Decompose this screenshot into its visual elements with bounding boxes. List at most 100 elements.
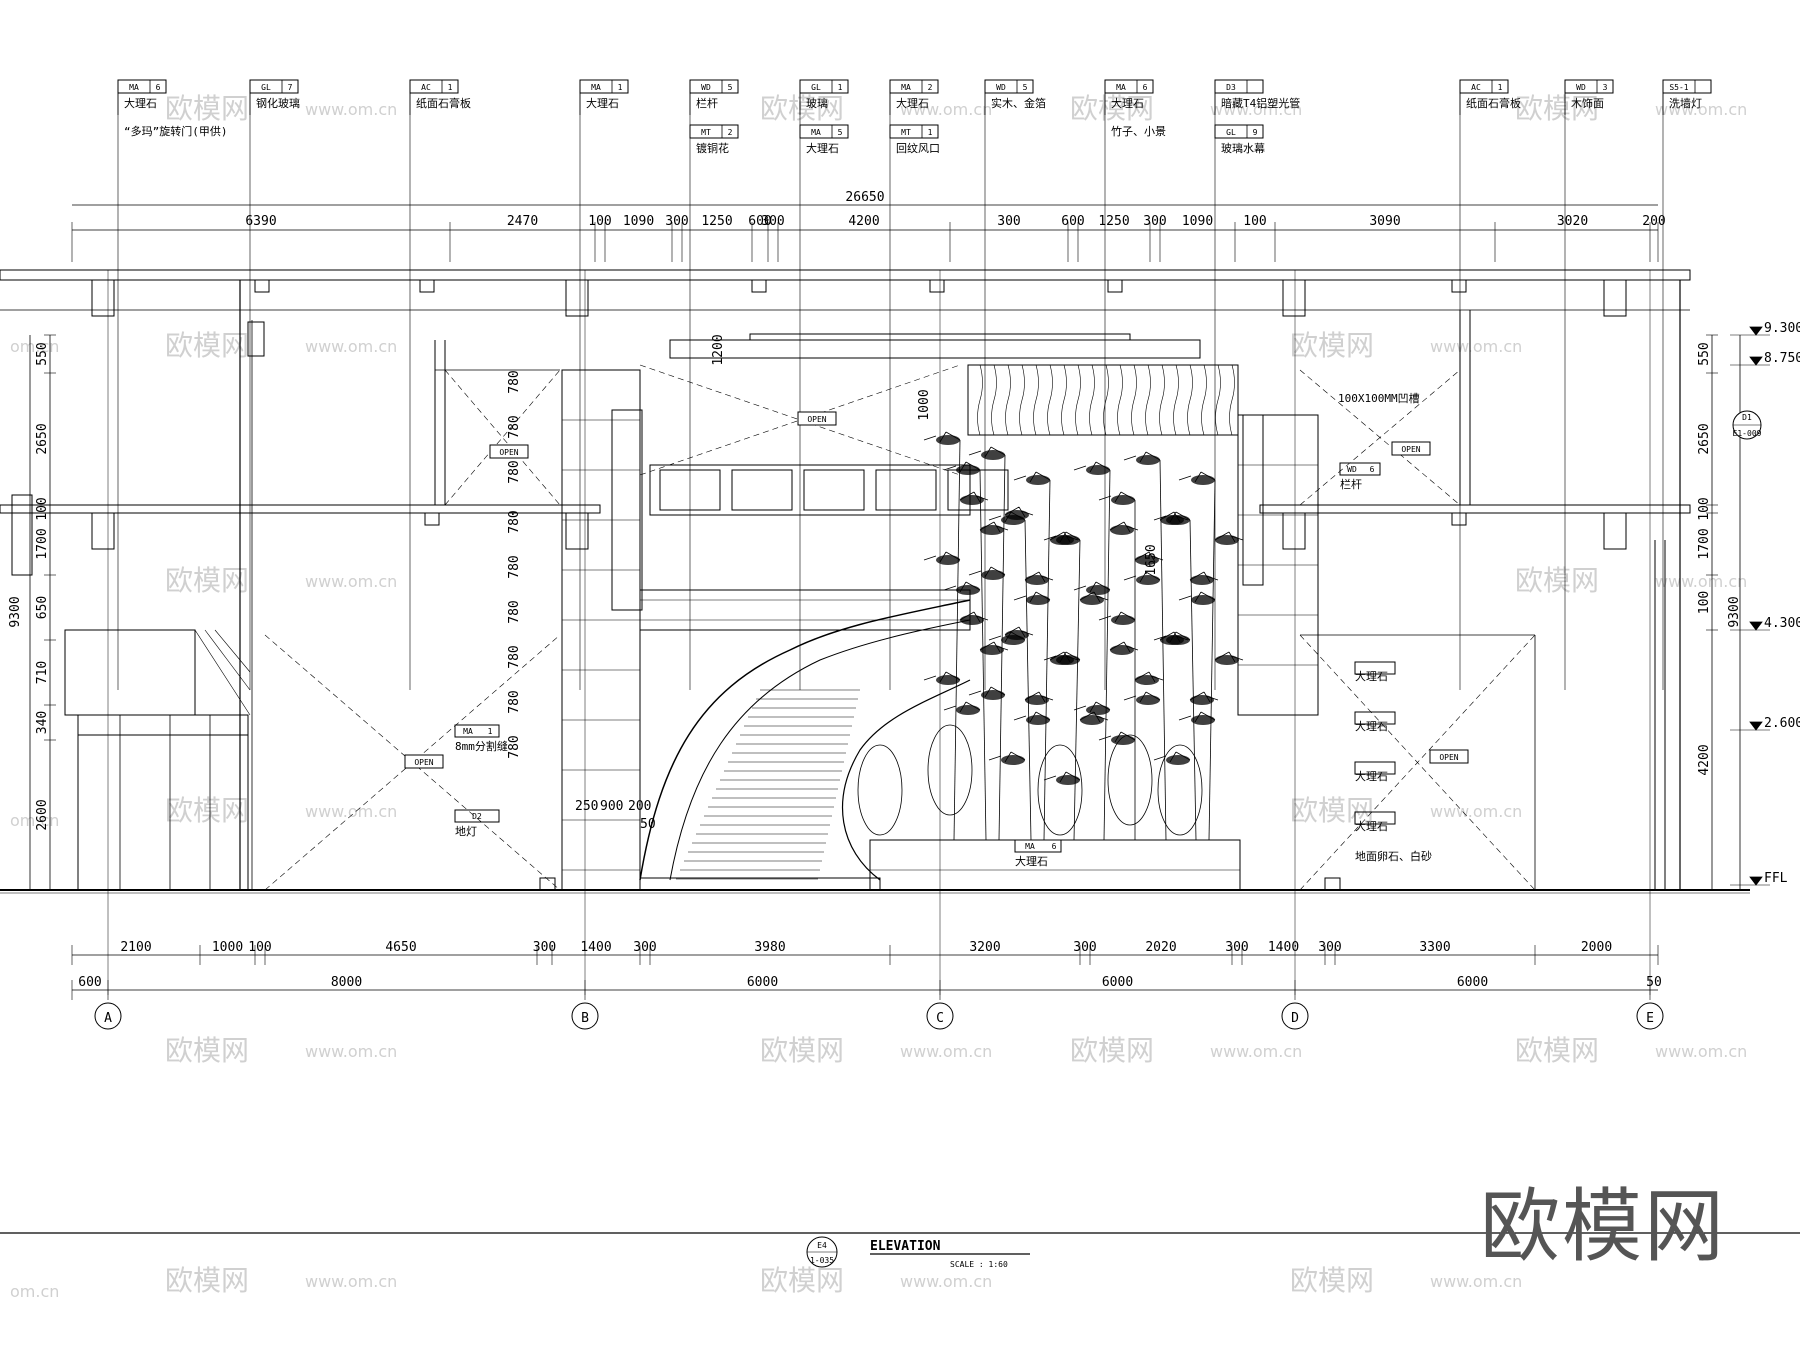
watermark-brand: 欧模网 — [165, 92, 249, 125]
segment-dim: 2470 — [507, 214, 538, 229]
bottom-dim: 3200 — [969, 940, 1000, 955]
callout-text: 暗藏T4铝塑光管 — [1221, 96, 1300, 110]
callout-text: 玻璃水幕 — [1221, 141, 1265, 155]
callout-code: MA — [901, 83, 911, 92]
segment-dim: 300 — [997, 214, 1020, 229]
callout-code: GL — [811, 83, 821, 92]
segment-dim: 600 — [1061, 214, 1084, 229]
bamboo-foliage — [1026, 595, 1050, 605]
water-wave — [1117, 364, 1123, 436]
watermark-brand: 欧模网 — [165, 1264, 249, 1297]
roof-beam — [1282, 279, 1306, 317]
inner-dim: 780 — [507, 460, 522, 483]
segment-dim: 4200 — [848, 214, 879, 229]
segment-dim: 300 — [665, 214, 688, 229]
bamboo-foliage — [1215, 535, 1239, 545]
bamboo-stem — [1024, 519, 1032, 841]
bamboo-foliage — [1190, 575, 1214, 585]
watermark-brand: 欧模网 — [1070, 92, 1154, 125]
bamboo-foliage — [1166, 755, 1190, 765]
callout-text: 大理石 — [806, 141, 839, 155]
inner-dim: 780 — [507, 600, 522, 623]
callout-num: 1 — [448, 83, 453, 92]
inner-dim: 250 — [575, 799, 598, 814]
watermark-url: www.om.cn — [1210, 1042, 1302, 1061]
bottom-dim: 3300 — [1419, 940, 1450, 955]
bottom-dim-major: 600 — [78, 975, 101, 990]
watermark-brand: 欧模网 — [1290, 794, 1374, 827]
left-dim: 2600 — [35, 799, 50, 830]
mid-beam — [91, 512, 115, 550]
callout-num: 7 — [288, 83, 293, 92]
door-diag — [204, 629, 251, 691]
grid-label: B — [581, 1011, 589, 1026]
stone-tag — [1354, 711, 1396, 725]
callout-text: 纸面石膏板 — [1466, 96, 1521, 110]
bamboo-foliage — [981, 450, 1005, 460]
bottom-dim: 1000 — [212, 940, 243, 955]
grid-label: C — [936, 1011, 944, 1026]
callout-code: AC — [1471, 83, 1481, 92]
open-label: OPEN — [499, 448, 518, 457]
callout-code: WD — [996, 83, 1006, 92]
callout-code: MT — [901, 128, 911, 137]
callout-tag — [1564, 79, 1614, 94]
segment-dim: 3020 — [1557, 214, 1588, 229]
open-diag — [1299, 634, 1536, 891]
callout-text: 大理石 — [124, 96, 157, 110]
watermark-brand: 欧模网 — [760, 1264, 844, 1297]
drawing-title: ELEVATION — [870, 1239, 941, 1254]
bamboo-stem — [1159, 459, 1167, 841]
open-label: OPEN — [1401, 445, 1420, 454]
level-marker — [1749, 621, 1763, 631]
inner-dim: 780 — [507, 555, 522, 578]
watermark-brand: 欧模网 — [1290, 1264, 1374, 1297]
bamboo-foliage — [1025, 695, 1049, 705]
balustrade-panel — [731, 469, 793, 511]
open-tag — [797, 411, 837, 426]
bamboo-foliage — [981, 690, 1005, 700]
inner-dim: 200 — [628, 799, 651, 814]
title-tag: E4 — [817, 1241, 827, 1250]
callout-text: 木饰面 — [1571, 96, 1604, 110]
callout-num: 6 — [1143, 83, 1148, 92]
mid-beam — [1282, 512, 1306, 550]
bottom-dim: 2020 — [1145, 940, 1176, 955]
callout-text: 镀铜花 — [696, 141, 729, 155]
bamboo-foliage — [1136, 575, 1160, 585]
segment-dim: 6390 — [245, 214, 276, 229]
small-beam — [929, 279, 945, 293]
left-dim: 710 — [35, 661, 50, 684]
callout-text: “多玛”旋转门(甲供) — [124, 124, 228, 138]
right-dim: 2650 — [1697, 423, 1712, 454]
left-dim: 1700 — [35, 528, 50, 559]
garden-rock — [857, 744, 903, 836]
open-tag — [1391, 441, 1431, 456]
callout-tag — [799, 79, 849, 94]
mid-beam — [1603, 512, 1627, 550]
water-wave — [1131, 364, 1137, 436]
watermark-corner: om.cn — [10, 1282, 59, 1301]
right-dim-total: 9300 — [1727, 596, 1742, 627]
pond-tag-num: 6 — [1052, 842, 1057, 851]
bottom-dim-major: 6000 — [747, 975, 778, 990]
watermark-url: www.om.cn — [900, 1042, 992, 1061]
segment-dim: 3090 — [1369, 214, 1400, 229]
bamboo-foliage — [1190, 695, 1214, 705]
segment-dim: 600 — [748, 214, 771, 229]
segment-dim: 1090 — [1182, 214, 1213, 229]
callout-tag — [1104, 79, 1154, 94]
watermark-brand: 欧模网 — [1515, 1034, 1599, 1067]
segment-dim: 100 — [1243, 214, 1266, 229]
stone-tag — [1354, 661, 1396, 675]
watermark-url: www.om.cn — [900, 1272, 992, 1291]
watermark-brand: 欧模网 — [1290, 329, 1374, 362]
roof-beam — [91, 279, 115, 317]
callout-text: 竹子、小景 — [1111, 124, 1166, 138]
callout-text: 大理石 — [586, 96, 619, 110]
bamboo-foliage — [1110, 525, 1134, 535]
callout-num: 3 — [1603, 83, 1608, 92]
title-sheet: 1-035 — [810, 1256, 834, 1265]
